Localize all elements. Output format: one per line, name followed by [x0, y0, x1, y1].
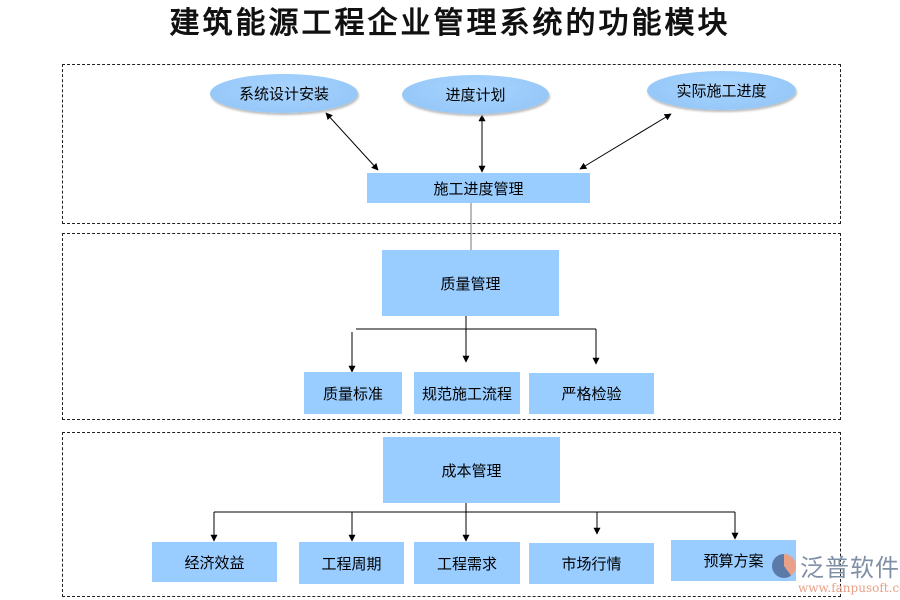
node-standard-process: 规范施工流程 [414, 372, 520, 414]
node-cost-management: 成本管理 [383, 437, 560, 503]
node-economic-benefit: 经济效益 [152, 542, 277, 582]
section-cost [62, 432, 841, 597]
section-schedule [62, 64, 841, 224]
node-quality-standard: 质量标准 [304, 372, 402, 414]
node-strict-inspection: 严格检验 [529, 373, 654, 414]
node-system-design: 系统设计安装 [210, 74, 358, 113]
node-schedule-management: 施工进度管理 [367, 173, 590, 203]
fanpu-logo-icon [772, 554, 796, 578]
section-quality [62, 233, 841, 420]
node-actual-progress: 实际施工进度 [647, 71, 796, 110]
node-project-demand: 工程需求 [414, 542, 520, 584]
node-project-cycle: 工程周期 [299, 542, 404, 584]
node-market-conditions: 市场行情 [529, 543, 654, 584]
arrow-design-to-schedule [325, 112, 379, 171]
node-schedule-plan: 进度计划 [402, 75, 549, 114]
watermark-name: 泛普软件 [800, 554, 900, 582]
arrow-actual-to-schedule [579, 113, 672, 170]
node-quality-management: 质量管理 [382, 250, 559, 316]
watermark-url: www.fanpusoft.com [798, 581, 900, 595]
page-title: 建筑能源工程企业管理系统的功能模块 [169, 6, 731, 41]
